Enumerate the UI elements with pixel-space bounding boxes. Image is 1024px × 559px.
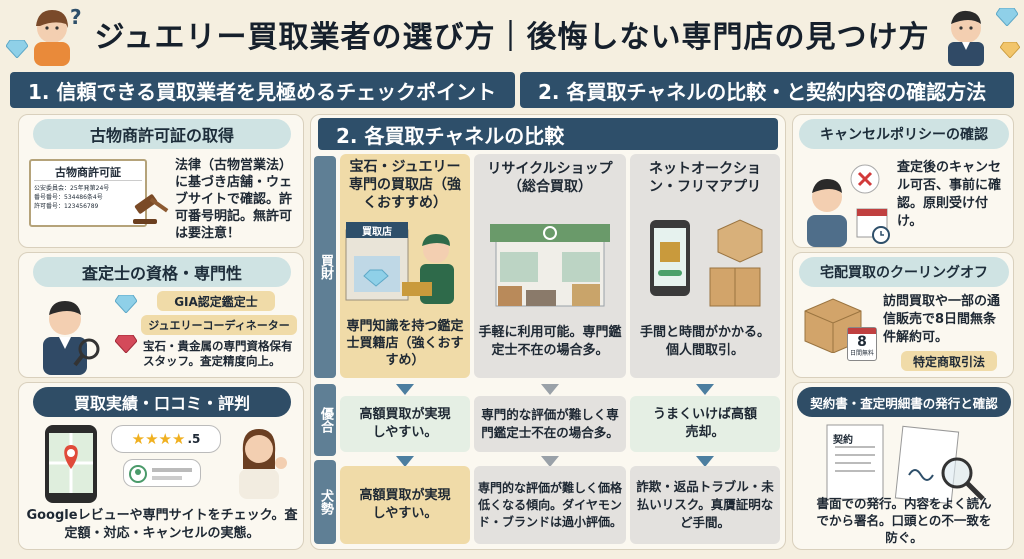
specialist-desc: 専門知識を持つ鑑定士買籍店（強くおすすめ） <box>346 319 464 368</box>
reviews-card: 買取実績・口コミ・評判 ★★★★ .5 Googleレビューや専門サイトをチェッ… <box>18 382 304 550</box>
smartphone-map-icon <box>43 423 99 505</box>
diamond-icon <box>999 41 1021 59</box>
online-desc: 手間と時間がかかる。個人間取引。 <box>639 325 770 358</box>
cancel-x-icon <box>857 171 873 187</box>
recycle-header: リサイクルショップ（総合買取） <box>487 161 613 195</box>
confused-man-avatar <box>797 155 893 247</box>
section2-heading: 2. 各買取チャネルの比較・と契約内容の確認方法 <box>520 72 1014 108</box>
certificate-line: 許可番号：123456789 <box>34 203 99 210</box>
arrow-down-icon <box>541 456 559 467</box>
diamond-icon <box>5 39 29 59</box>
diamond-icon <box>114 294 138 314</box>
reviewer-bubble <box>123 459 201 487</box>
license-text: 法律（古物営業法）に基づき店舗・ウェブサイトで確認。許可番号明記。無許可は要注意… <box>175 158 293 241</box>
appraiser-card: 査定士の資格・専門性 GIA認定鑑定士 ジュエリーコーディネーター 宝石・貴金属… <box>18 252 304 378</box>
gia-badge: GIA認定鑑定士 <box>157 291 275 311</box>
cancel-text: 査定後のキャンセル可否、事前に確認。原則受け付け。 <box>897 160 1002 229</box>
user-icon <box>129 465 192 483</box>
recycle-merit: 専門的な評価が難しく専門鑑定士不在の場合多。 <box>474 396 626 452</box>
row-label-merit: 優合 <box>314 384 336 456</box>
page-title: ジュエリー買取業者の選び方｜後悔しない専門店の見つけ方 <box>94 20 930 55</box>
calendar-label: 日間無料 <box>849 350 874 357</box>
online-illustration <box>636 212 774 312</box>
arrow-down-icon <box>541 384 559 395</box>
appraiser-text: 宝石・貴金属の専門資格保有スタッフ。査定精度向上。 <box>143 339 293 368</box>
gavel-icon <box>131 185 171 225</box>
reviews-label: 買取実績・口コミ・評判 <box>33 387 291 417</box>
recycle-demerit: 専門的な評価が難しく価格低くなる傾向。ダイヤモンド・ブランドは過小評価。 <box>474 466 626 544</box>
contract-card: 契約書・査定明細書の発行と確認 契約 書面での発行。内容をよく読んでから署名。口… <box>792 382 1014 550</box>
online-merit: うまくいけば高額売却。 <box>630 396 780 452</box>
calendar-number: 8 <box>857 334 867 350</box>
question-mark-icon: ? <box>70 5 82 29</box>
specialist-header: 宝石・ジュエリー専門の買取店（強くおすすめ） <box>349 159 461 211</box>
rating-bubble: ★★★★ .5 <box>111 425 221 453</box>
certificate-line: 公安委員会：25年発第24号 <box>34 185 110 192</box>
woman-thinking-avatar: ? <box>22 4 86 66</box>
specialist-demerit: 高額買取が実現しやすい。 <box>340 466 470 544</box>
law-badge: 特定商取引法 <box>901 351 997 371</box>
cooling-card: 宅配買取のクーリングオフ 8 日間無料 訪問買取や一部の通信販売で8日間無条件解… <box>792 252 1014 378</box>
contract-label: 契約書・査定明細書の発行と確認 <box>797 387 1011 417</box>
cancel-card: キャンセルポリシーの確認 査定後のキャンセル可否、事前に確認。原則受け付け。 <box>792 114 1014 248</box>
section1-heading: 1. 信頼できる買取業者を見極めるチェックポイント <box>10 72 515 108</box>
license-certificate: 古物商許可証 公安委員会：25年発第24号 番号番号：534486条4号 許可番… <box>29 159 147 227</box>
row-label-demerit: 犬勢 <box>314 460 336 544</box>
woman-waving-avatar <box>223 419 295 499</box>
arrow-down-icon <box>396 384 414 395</box>
arrow-down-icon <box>396 456 414 467</box>
appraiser-label: 査定士の資格・専門性 <box>33 257 291 287</box>
appraiser-avatar <box>27 291 107 375</box>
contract-doc-label: 契約 <box>833 435 853 446</box>
row-label-buy: 買財 <box>314 156 336 378</box>
recycle-desc: 手軽に利用可能。専門鑑定士不在の場合多。 <box>478 325 622 358</box>
recycle-shop-illustration <box>480 212 620 312</box>
license-label: 古物商許可証の取得 <box>33 119 291 149</box>
comparison-heading: 2. 各買取チャネルの比較 <box>318 118 778 150</box>
contract-text: 書面での発行。内容をよく読んでから署名。口頭との不一致を防ぐ。 <box>816 496 992 545</box>
certificate-title: 古物商許可証 <box>34 164 142 181</box>
shop-sign: 買取店 <box>362 226 392 238</box>
cancel-label: キャンセルポリシーの確認 <box>799 119 1009 149</box>
specialist-merit: 高額買取が実現しやすい。 <box>340 396 470 452</box>
contract-document-illustration <box>823 421 989 505</box>
license-card: 古物商許可証の取得 古物商許可証 公安委員会：25年発第24号 番号番号：534… <box>18 114 304 248</box>
online-header: ネットオークション・フリマアプリ <box>649 161 761 195</box>
cooling-label: 宅配買取のクーリングオフ <box>799 257 1009 287</box>
ruby-icon <box>114 334 138 354</box>
calendar-icon: 8 日間無料 <box>847 327 877 361</box>
specialist-shop-illustration <box>342 216 468 306</box>
diamond-icon <box>995 7 1019 27</box>
arrow-down-icon <box>696 384 714 395</box>
arrow-down-icon <box>696 456 714 467</box>
man-pointing-avatar <box>936 4 1000 66</box>
star-rating-icon: ★★★★ <box>131 430 186 448</box>
coordinator-badge: ジュエリーコーディネーター <box>141 315 297 335</box>
cooling-text: 訪問買取や一部の通信販売で8日間無条件解約可。 <box>883 294 1001 345</box>
certificate-line: 番号番号：534486条4号 <box>34 194 103 201</box>
online-demerit: 詐欺・返品トラブル・未払いリスク。真贋証明など手間。 <box>630 466 780 544</box>
rating-value: .5 <box>187 432 201 446</box>
reviews-text: Googleレビューや専門サイトをチェック。査定額・対応・キャンセルの実態。 <box>26 508 298 541</box>
